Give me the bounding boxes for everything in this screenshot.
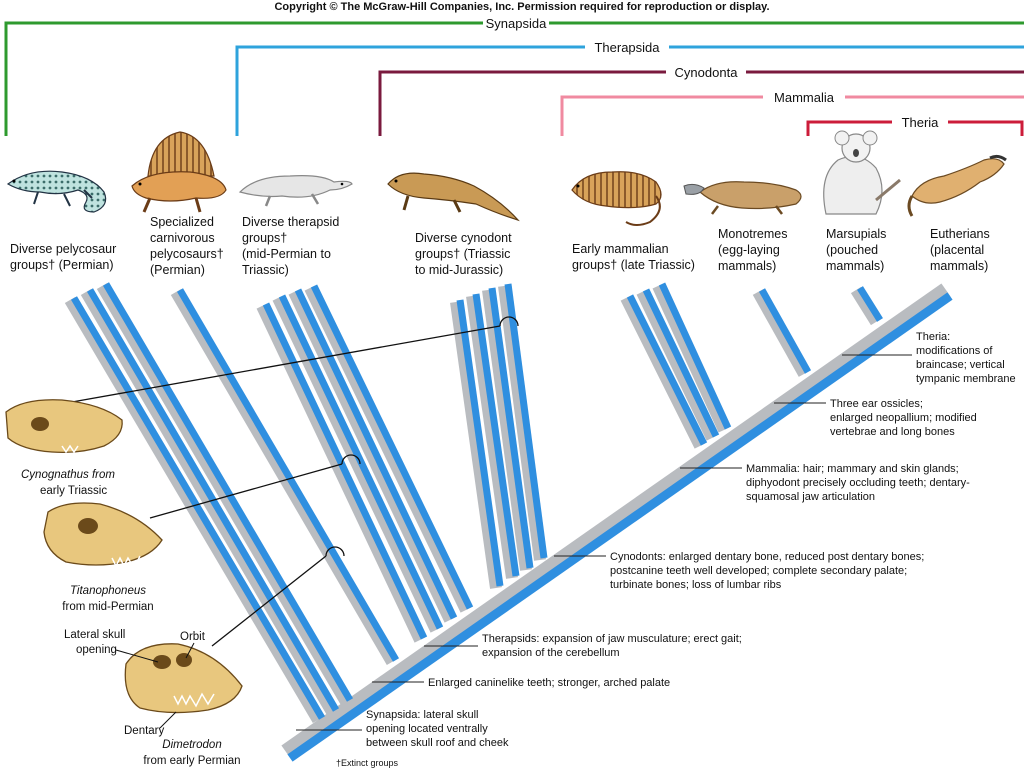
titanophoneus-caption-1: Titanophoneus	[70, 585, 146, 597]
koala-illustration	[823, 130, 901, 215]
therapsid-trait-1: Therapsids: expansion of jaw musculature…	[482, 633, 742, 645]
monotremes-label-1: Monotremes	[718, 227, 787, 241]
orbit-mark	[176, 653, 192, 667]
synapsida-trait-2: opening located ventrally	[366, 723, 488, 735]
specialized-label-2: carnivorous	[150, 231, 215, 245]
therapsid-label-3: (mid-Permian to	[242, 247, 331, 261]
dentary-label: Dentary	[124, 725, 165, 737]
skull-connectors	[71, 316, 519, 647]
early-mammal-illustration	[571, 171, 662, 226]
marsupials-label-1: Marsupials	[826, 227, 886, 241]
cynodont-trait-2: postcanine teeth well developed; complet…	[610, 565, 907, 577]
lateral-opening-label-2: opening	[76, 644, 117, 656]
dimetrodon-illustration	[131, 131, 227, 213]
ossicles-trait-2: enlarged neopallium; modified	[830, 412, 977, 424]
early-mammal-branches	[620, 282, 732, 449]
pelycosaur-label-2: groups† (Permian)	[10, 258, 114, 272]
mammalia-trait-3: squamosal jaw articulation	[746, 491, 875, 503]
copyright-notice: Copyright © The McGraw-Hill Companies, I…	[274, 1, 769, 13]
theria-trait-4: tympanic membrane	[916, 373, 1016, 385]
therapsid-label-2: groups†	[242, 231, 287, 245]
therapsida-label: Therapsida	[594, 40, 660, 55]
group-labels: Diverse pelycosaur groups† (Permian) Spe…	[10, 215, 990, 277]
specialized-label-1: Specialized	[150, 215, 214, 229]
eutherians-label-3: mammals)	[930, 259, 988, 273]
cynodont-label-2: groups† (Triassic	[415, 247, 510, 261]
dimetrodon-caption-2: from early Permian	[143, 755, 240, 767]
pelycosaur-label-1: Diverse pelycosaur	[10, 242, 116, 256]
dimetrodon-skull	[124, 643, 243, 714]
mammalia-bracket: Mammalia	[560, 88, 1024, 136]
theria-trait-1: Theria:	[916, 331, 950, 343]
cynodont-illustration	[387, 172, 520, 222]
specialized-label-3: pelycosaurs†	[150, 247, 224, 261]
synapsida-trait-3: between skull roof and cheek	[366, 737, 509, 749]
marsupials-label-3: mammals)	[826, 259, 884, 273]
therapsida-bracket: Therapsida	[235, 38, 1024, 136]
synapsida-bracket: Synapsida	[4, 14, 1024, 136]
theria-trait-3: braincase; vertical	[916, 359, 1005, 371]
cynognathus-caption-2: early Triassic	[40, 485, 107, 497]
specialized-branch	[170, 288, 400, 666]
synapomorphy-annotations: Theria: modifications of braincase; vert…	[296, 331, 1016, 749]
monotremes-label-2: (egg-laying	[718, 243, 780, 257]
cynodont-label-1: Diverse cynodont	[415, 231, 512, 245]
cynognathus-skull	[5, 399, 123, 454]
ossicles-trait-3: vertebrae and long bones	[830, 426, 955, 438]
dimetrodon-caption-1: Dimetrodon	[162, 739, 221, 751]
eutherians-label-1: Eutherians	[930, 227, 990, 241]
cynodont-trait-1: Cynodonts: enlarged dentary bone, reduce…	[610, 551, 924, 563]
clade-brackets: Synapsida Therapsida Cynodonta Mammalia …	[4, 14, 1024, 136]
platypus-illustration	[683, 181, 802, 215]
cynodont-branches	[450, 283, 548, 589]
ossicles-trait-1: Three ear ossicles;	[830, 398, 923, 410]
animal-illustrations	[6, 130, 1007, 226]
cladogram-branches	[64, 282, 953, 762]
synapsida-trait-1: Synapsida: lateral skull	[366, 709, 479, 721]
early-mammal-label-2: groups† (late Triassic)	[572, 258, 695, 272]
monotreme-branch	[752, 288, 812, 377]
marsupial-branch	[850, 286, 883, 326]
synapsida-label: Synapsida	[486, 16, 547, 31]
lateral-opening-mark	[153, 655, 171, 669]
theria-label: Theria	[902, 115, 940, 130]
cynognathus-caption-1: Cynognathus from	[21, 469, 115, 481]
therapsid-illustration	[238, 175, 353, 207]
orbit-label: Orbit	[180, 631, 206, 643]
cynodont-trait-3: turbinate bones; loss of lumbar ribs	[610, 579, 782, 591]
lateral-opening-label-1: Lateral skull	[64, 629, 125, 641]
canine-trait-1: Enlarged caninelike teeth; stronger, arc…	[428, 677, 670, 689]
theria-trait-2: modifications of	[916, 345, 993, 357]
cynodont-label-3: to mid-Jurassic)	[415, 263, 503, 277]
mammalia-trait-1: Mammalia: hair; mammary and skin glands;	[746, 463, 959, 475]
extinct-footnote: †Extinct groups	[336, 758, 399, 768]
pelycosaur-illustration	[6, 170, 107, 213]
cynodonta-label: Cynodonta	[675, 65, 739, 80]
therapsid-trait-2: expansion of the cerebellum	[482, 647, 620, 659]
mammalia-label: Mammalia	[774, 90, 835, 105]
therapsid-branches	[256, 284, 474, 643]
titanophoneus-caption-2: from mid-Permian	[62, 601, 153, 613]
mammalia-trait-2: diphyodont precisely occluding teeth; de…	[746, 477, 970, 489]
skull-illustrations	[5, 399, 243, 714]
theria-bracket: Theria	[806, 114, 1024, 136]
early-mammal-label-1: Early mammalian	[572, 242, 669, 256]
specialized-label-4: (Permian)	[150, 263, 205, 277]
marsupials-label-2: (pouched	[826, 243, 878, 257]
titanophoneus-skull	[43, 502, 163, 570]
main-trunk	[281, 283, 953, 762]
cynodonta-bracket: Cynodonta	[378, 63, 1024, 136]
ferret-illustration	[907, 154, 1007, 217]
therapsid-label-4: Triassic)	[242, 263, 289, 277]
skull-captions: Cynognathus from early Triassic Titanoph…	[21, 469, 241, 767]
monotremes-label-3: mammals)	[718, 259, 776, 273]
eutherians-label-2: (placental	[930, 243, 984, 257]
therapsid-label-1: Diverse therapsid	[242, 215, 339, 229]
